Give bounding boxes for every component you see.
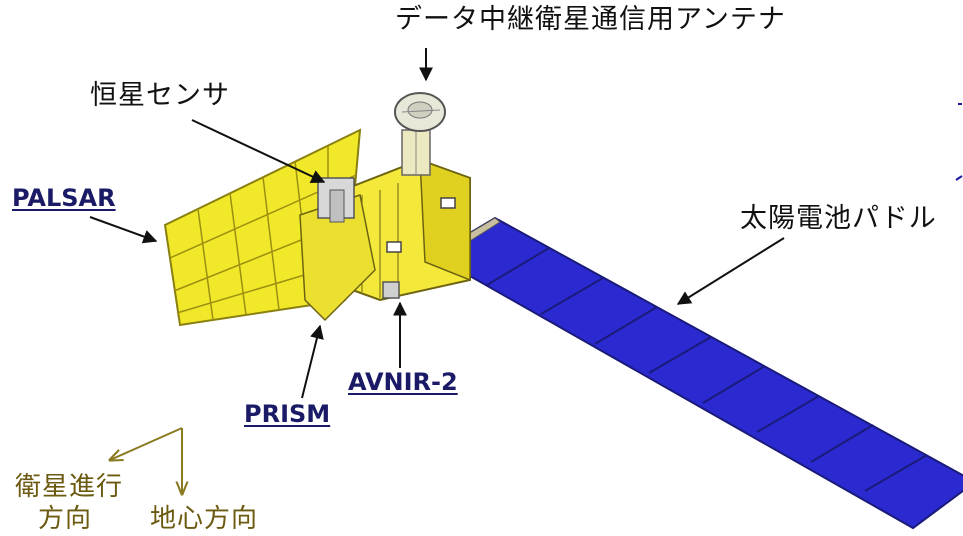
avnir2-link[interactable]: AVNIR-2	[348, 368, 458, 396]
direction-travel-line2: 方向	[38, 504, 93, 534]
prism-link[interactable]: PRISM	[244, 400, 331, 428]
direction-travel-line1: 衛星進行	[15, 472, 124, 502]
data-relay-antenna	[394, 92, 446, 132]
palsar-link[interactable]: PALSAR	[12, 184, 116, 212]
solar-array-paddle	[431, 216, 963, 530]
solar-paddle-label: 太陽電池パドル	[740, 203, 937, 234]
relay-antenna-label: データ中継衛星通信用アンテナ	[395, 4, 786, 35]
star-sensor-label: 恒星センサ	[90, 80, 230, 111]
direction-arrows	[110, 427, 182, 494]
direction-earth-label: 地心方向	[150, 504, 259, 534]
satellite-bus	[299, 129, 471, 322]
edge-marks	[955, 103, 963, 181]
annotation-arrows	[89, 48, 785, 399]
